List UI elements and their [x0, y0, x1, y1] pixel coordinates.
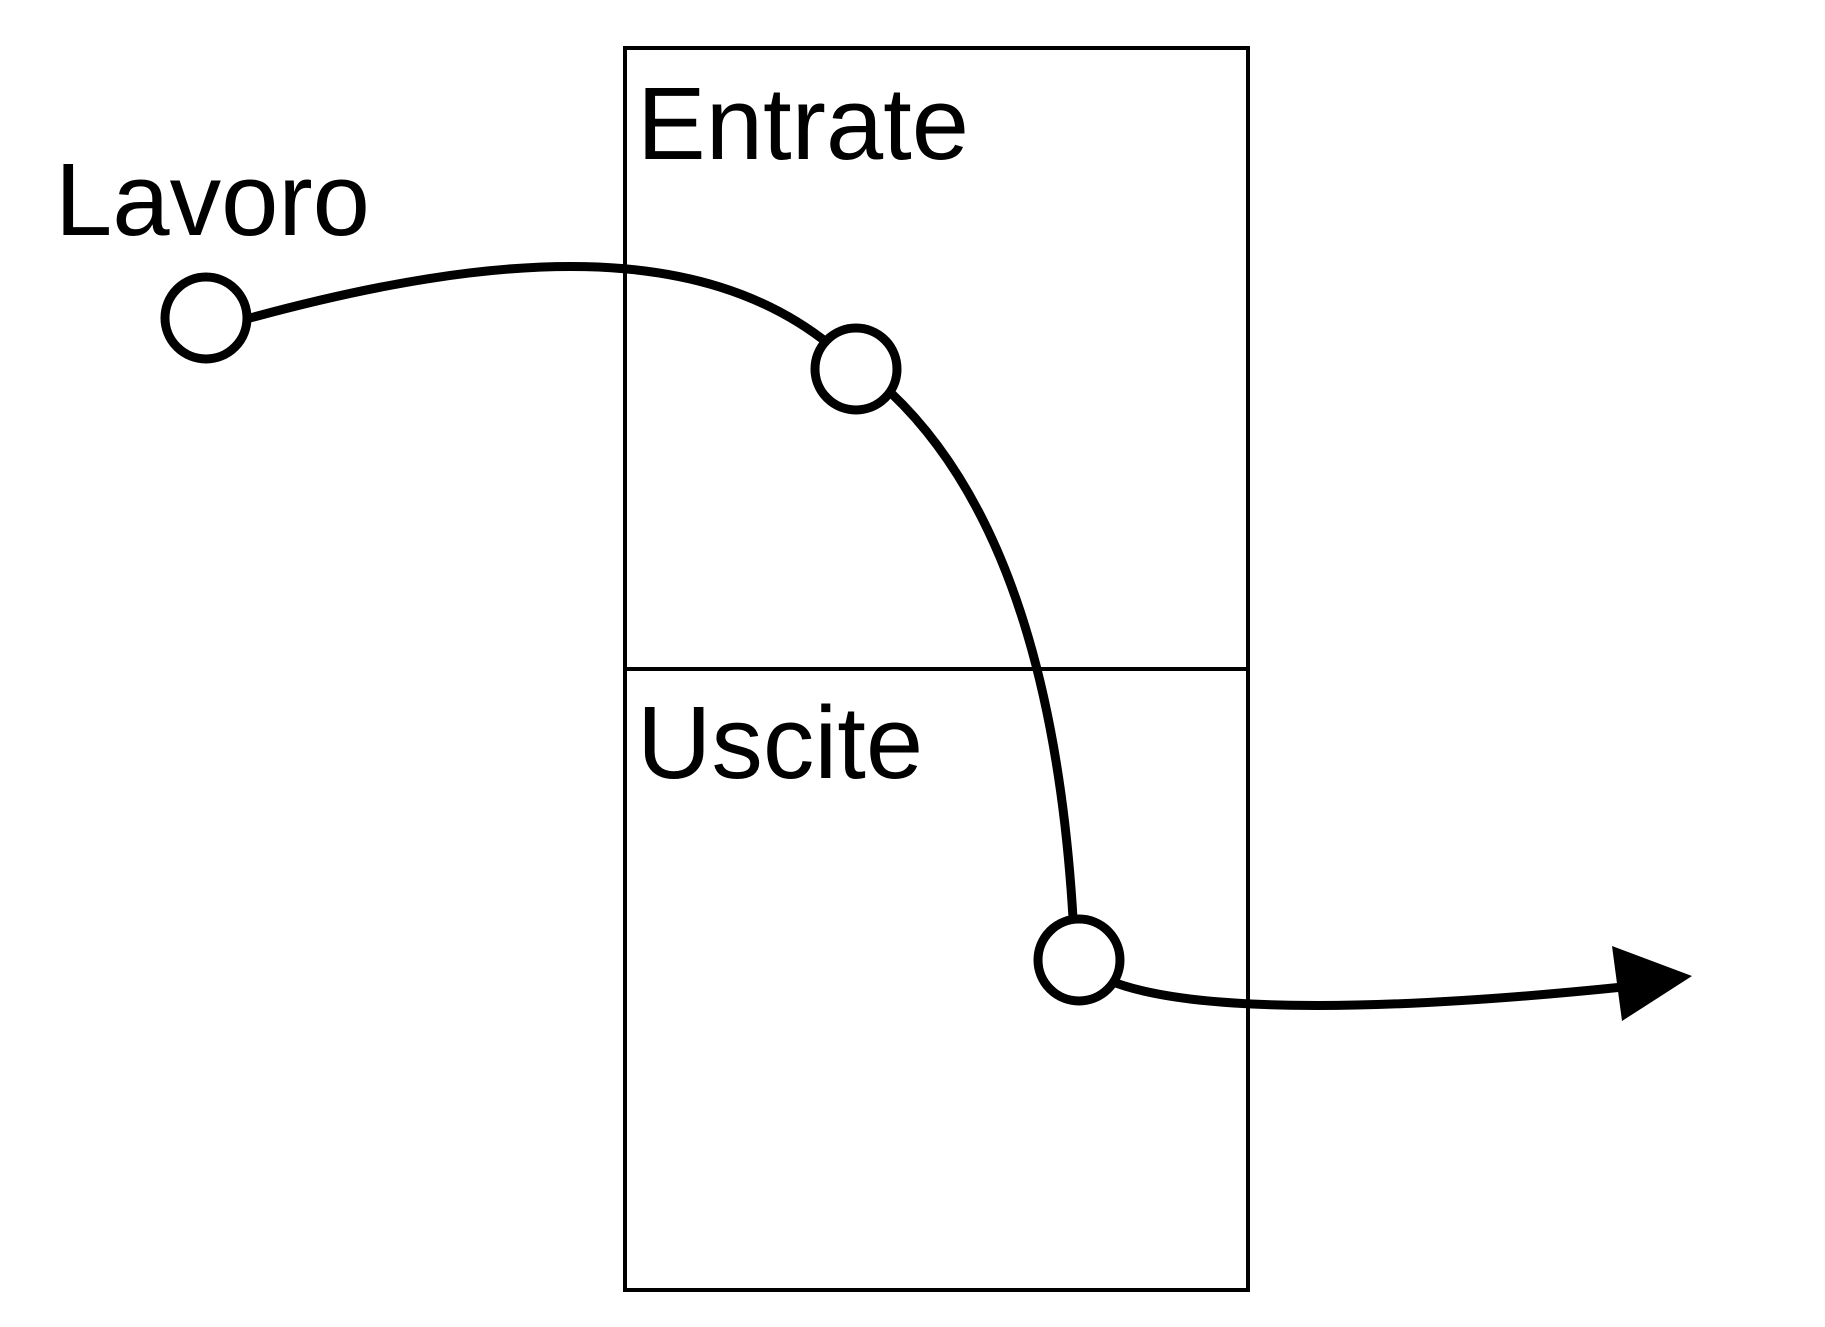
flow-segment-lavoro-to-entrate — [248, 262, 833, 349]
flow-segment-uscite-to-output — [1106, 975, 1624, 1010]
flow-segment-entrate-to-uscite — [886, 388, 1078, 919]
lavoro-label: Lavoro — [55, 142, 370, 257]
lavoro-node — [160, 272, 252, 364]
uscite-label: Uscite — [637, 685, 923, 800]
flow-arrowhead — [1612, 946, 1692, 1021]
uscite-node — [1033, 914, 1125, 1006]
entrate-label: Entrate — [637, 66, 969, 181]
entrate-node — [810, 323, 902, 415]
